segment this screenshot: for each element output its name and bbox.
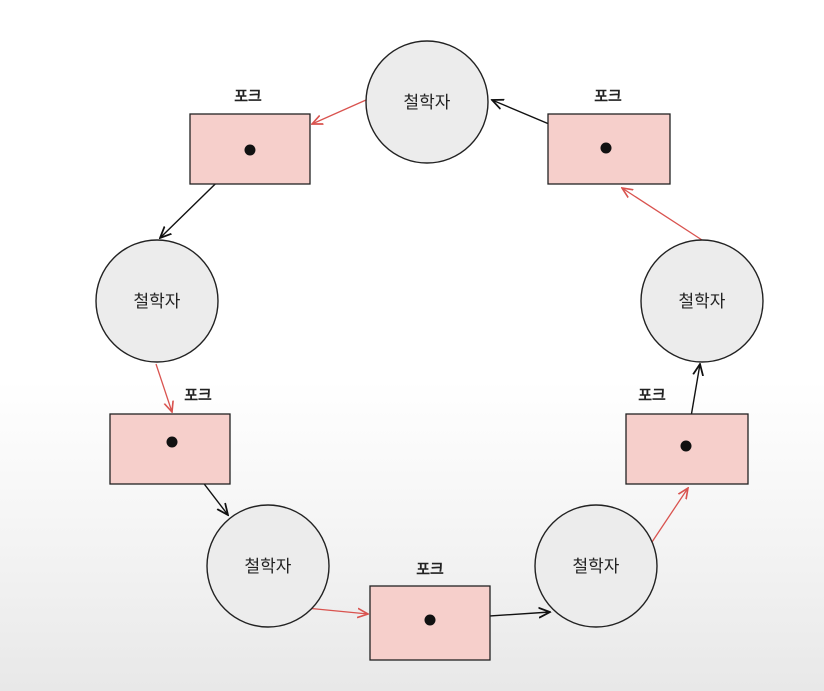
fork-node: 포크: [547, 87, 671, 185]
philosopher-circle: [95, 239, 219, 363]
fork-dot: [680, 440, 692, 452]
fork-dot: [424, 614, 436, 626]
fork-label: 포크: [416, 560, 444, 578]
philosopher-label: 철학자: [404, 93, 451, 113]
fork-label: 포크: [234, 87, 262, 105]
philosopher-node: 철학자: [365, 40, 489, 164]
philosopher-circle: [365, 40, 489, 164]
philosopher-node: 철학자: [640, 239, 764, 363]
request-arrow: [305, 607, 368, 614]
fork-dot: [600, 142, 612, 154]
fork-label: 포크: [184, 386, 212, 404]
fork-label: 포크: [638, 386, 666, 404]
philosopher-label: 철학자: [134, 292, 181, 312]
fork-node: 포크: [625, 386, 749, 485]
fork-dot: [244, 144, 256, 156]
request-arrow: [312, 99, 367, 124]
fork-dot: [166, 436, 178, 448]
fork-box: [109, 413, 231, 485]
request-arrow: [651, 488, 688, 543]
philosopher-label: 철학자: [573, 557, 620, 577]
fork-node: 포크: [189, 87, 311, 185]
request-edges: [155, 99, 703, 614]
fork-node: 포크: [369, 560, 491, 661]
request-arrow: [622, 188, 703, 241]
fork-label: 포크: [594, 87, 622, 105]
philosopher-circle: [534, 504, 658, 628]
philosopher-node: 철학자: [95, 239, 219, 363]
philosopher-label: 철학자: [679, 292, 726, 312]
philosopher-circle: [206, 504, 330, 628]
philosopher-label: 철학자: [245, 557, 292, 577]
request-arrow: [155, 363, 172, 412]
philosopher-circle: [640, 239, 764, 363]
fork-node: 포크: [109, 386, 231, 485]
philosopher-node: 철학자: [206, 504, 330, 628]
philosopher-node: 철학자: [534, 504, 658, 628]
